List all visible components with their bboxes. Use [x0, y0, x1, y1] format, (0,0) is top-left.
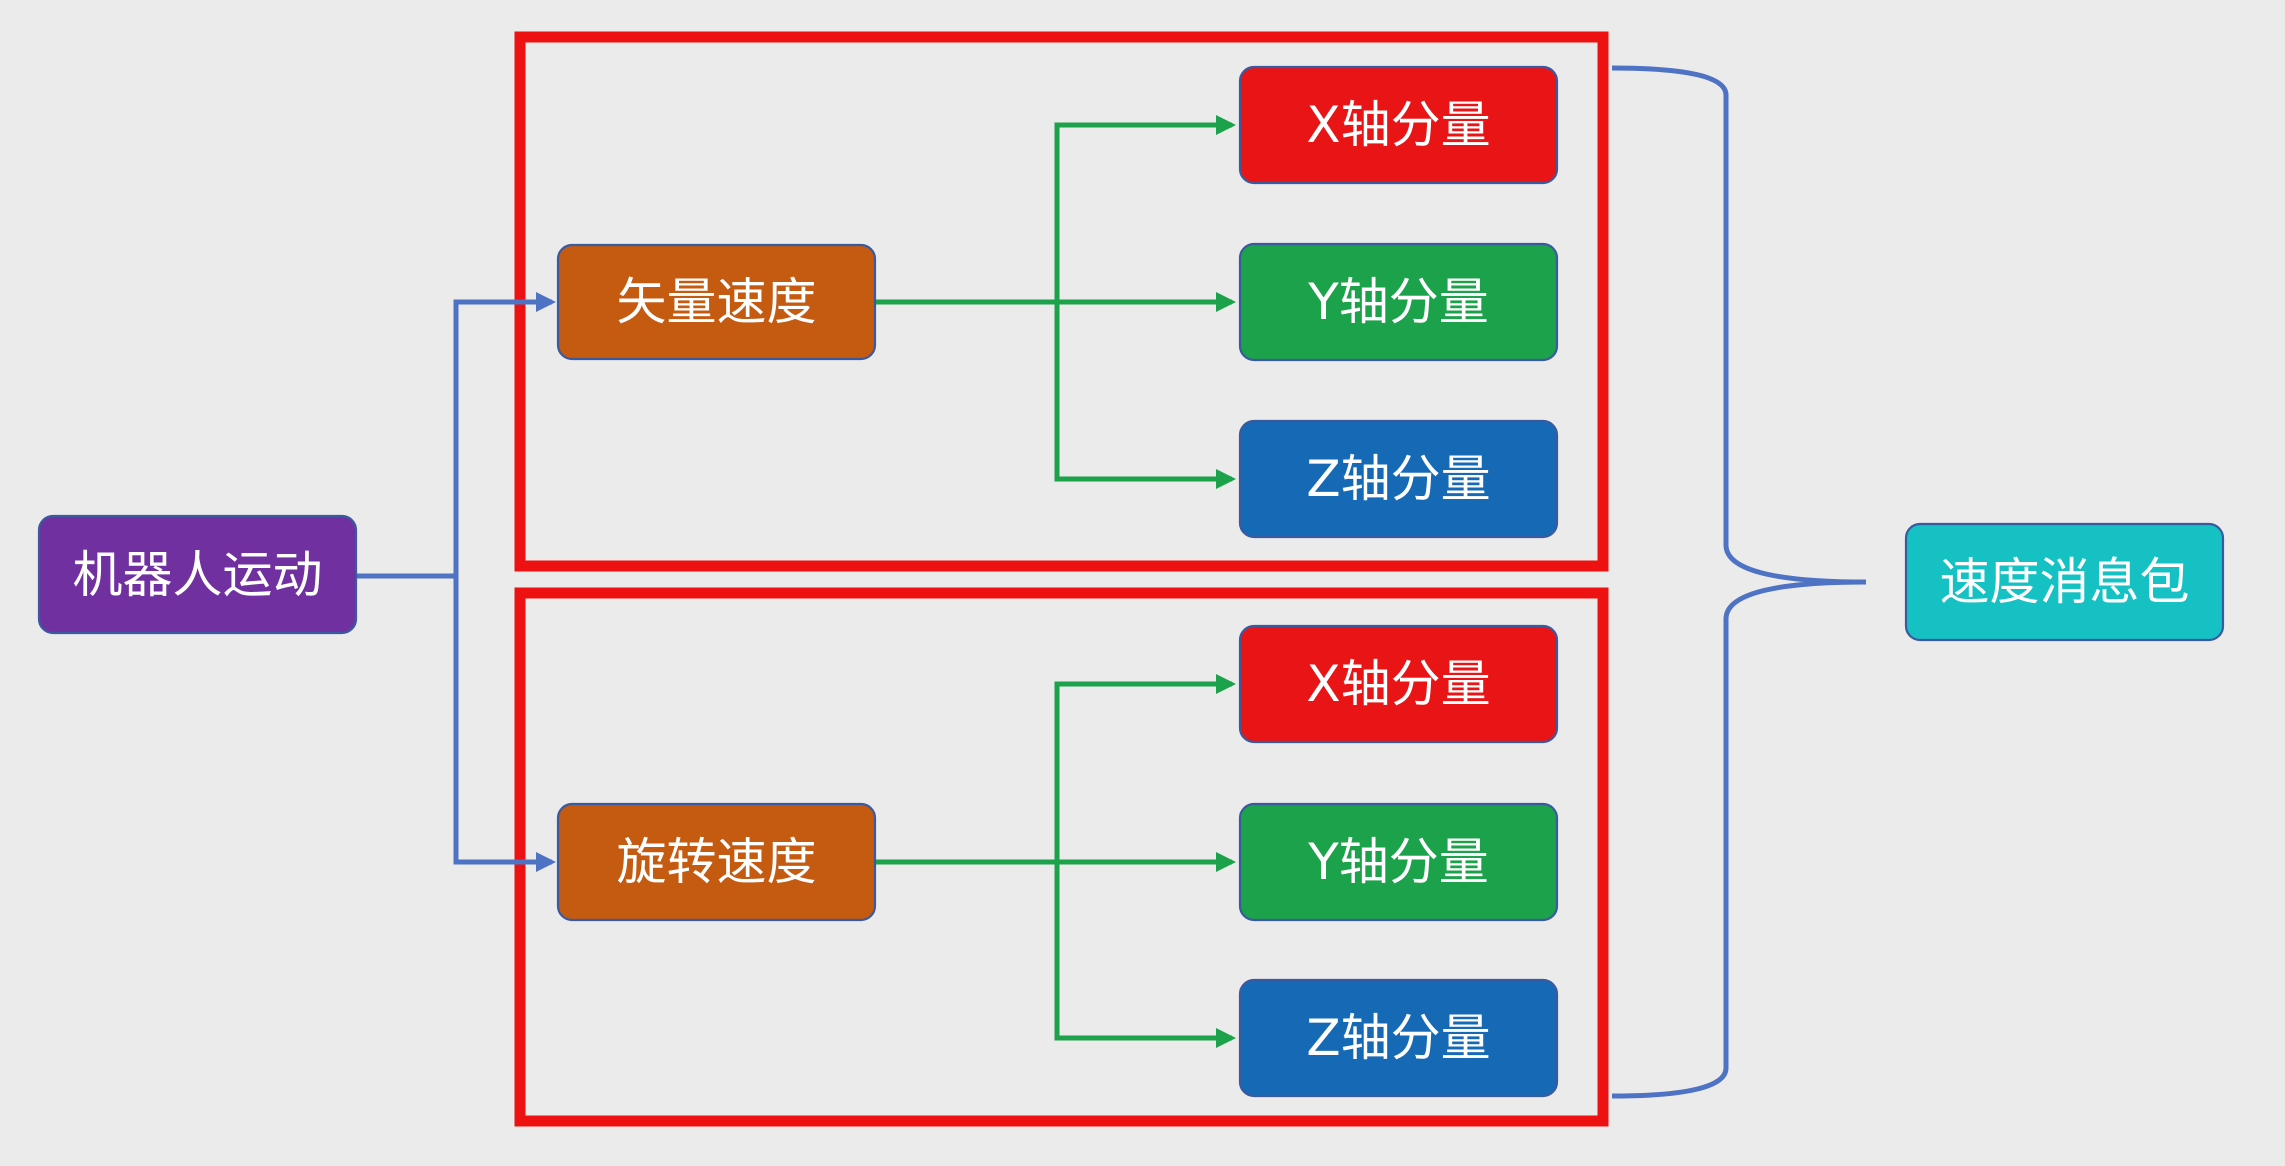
robot-motion-label: 机器人运动 — [73, 546, 323, 604]
angular-z-component-node: Z轴分量 — [1238, 978, 1559, 1098]
angular-y-component-node: Y轴分量 — [1238, 802, 1559, 922]
linear-to-z-connector — [1054, 302, 1236, 489]
angular-velocity-label: 旋转速度 — [617, 833, 817, 891]
angular-velocity-node: 旋转速度 — [556, 802, 877, 922]
linear-y-component-node: Y轴分量 — [1238, 242, 1559, 362]
linear-velocity-node: 矢量速度 — [556, 243, 877, 361]
angular-x-component-label: X轴分量 — [1306, 655, 1490, 713]
linear-z-component-node: Z轴分量 — [1238, 419, 1559, 539]
angular-x-component-node: X轴分量 — [1238, 624, 1559, 744]
angular-velocity-group-frame — [514, 587, 1609, 1127]
linear-velocity-label: 矢量速度 — [617, 273, 817, 331]
linear-to-x-connector — [1054, 115, 1236, 302]
angular-x-component-box — [1238, 624, 1559, 744]
robot-motion-node: 机器人运动 — [37, 514, 358, 635]
robot-motion-box — [37, 514, 358, 635]
linear-y-component-label: Y轴分量 — [1307, 273, 1489, 331]
linear-velocity-box — [556, 243, 877, 361]
linear-y-component-box — [1238, 242, 1559, 362]
linear-z-component-label: Z轴分量 — [1306, 450, 1490, 508]
velocity-message-box — [1904, 522, 2225, 642]
linear-x-component-label: X轴分量 — [1306, 96, 1490, 154]
robot-to-angular-connector — [453, 576, 556, 872]
velocity-message-label: 速度消息包 — [1940, 553, 2190, 611]
linear-z-component-box — [1238, 419, 1559, 539]
robot-to-linear-connector — [356, 292, 556, 579]
angular-z-component-box — [1238, 978, 1559, 1098]
angular-y-component-box — [1238, 802, 1559, 922]
angular-velocity-box — [556, 802, 877, 922]
velocity-message-node: 速度消息包 — [1904, 522, 2225, 642]
angular-y-component-label: Y轴分量 — [1307, 833, 1489, 891]
linear-x-component-node: X轴分量 — [1238, 65, 1559, 185]
angular-to-z-connector — [1054, 862, 1236, 1048]
grouping-brace — [1611, 65, 1867, 1099]
angular-to-x-connector — [1054, 674, 1236, 862]
angular-z-component-label: Z轴分量 — [1306, 1009, 1490, 1067]
linear-x-component-box — [1238, 65, 1559, 185]
